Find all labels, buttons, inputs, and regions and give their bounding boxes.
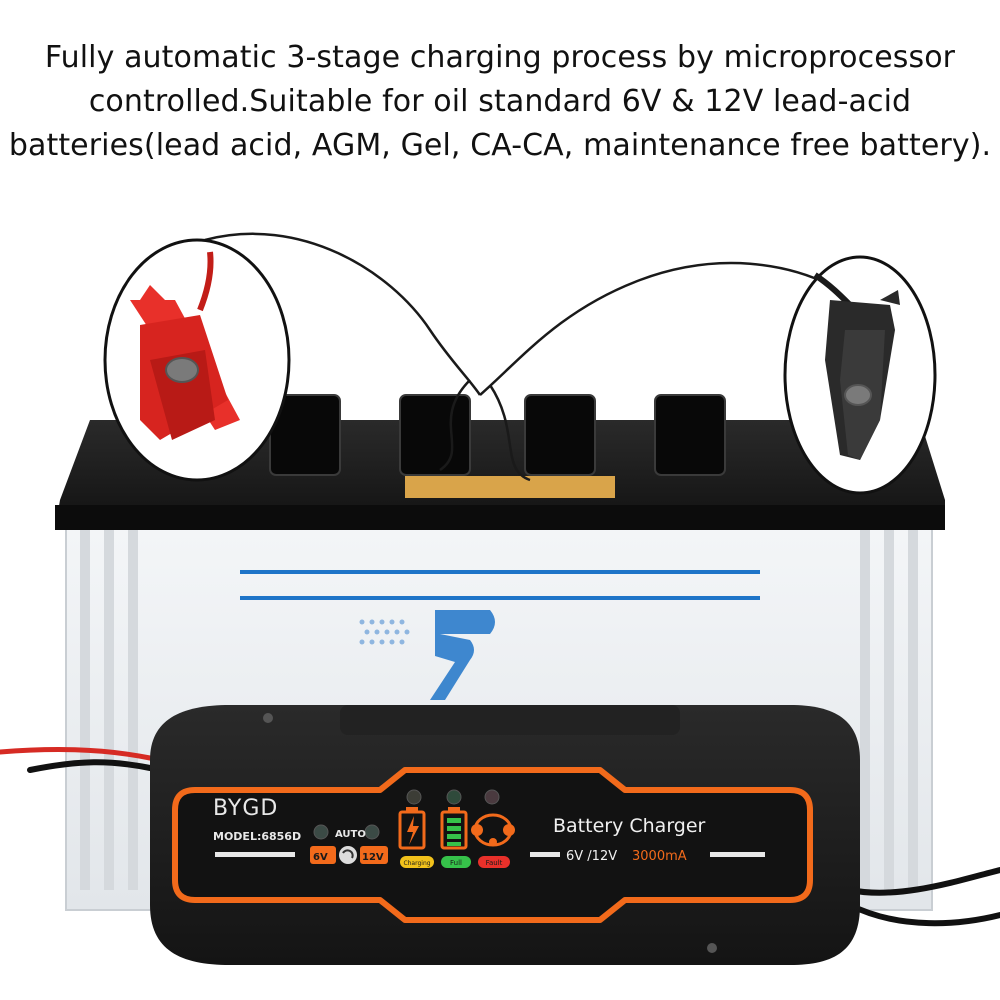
charging-icon <box>398 807 426 850</box>
headline-line-1: Fully automatic 3-stage charging process… <box>44 40 956 75</box>
full-battery-icon <box>440 807 468 850</box>
fault-icon <box>471 813 515 847</box>
headline: Fully automatic 3-stage charging process… <box>0 36 1000 168</box>
charging-status-badge <box>400 856 434 868</box>
charging-status-label: Charging <box>403 860 430 867</box>
mode-toggle-icon <box>339 846 357 864</box>
voltage-spec: 6V /12V <box>566 849 617 864</box>
current-spec: 3000mA <box>632 849 687 864</box>
6v-mode-icon <box>310 846 336 864</box>
12v-button-label: 12V <box>362 852 384 863</box>
fault-status-label: Fault <box>486 859 503 867</box>
product-name: Battery Charger <box>553 815 706 837</box>
6v-button-label: 6V <box>313 852 328 863</box>
black-alligator-clamp-icon <box>783 255 937 495</box>
fault-status-badge <box>478 856 510 868</box>
clamp-cables <box>204 232 831 482</box>
12v-mode-icon <box>360 846 388 864</box>
headline-line-3: batteries(lead acid, AGM, Gel, CA-CA, ma… <box>8 128 992 163</box>
auto-mode-label: AUTO <box>335 829 366 840</box>
brand-logo: BYGD <box>213 796 278 821</box>
model-number: MODEL:6856D <box>213 830 301 843</box>
headline-line-2: controlled.Suitable for oil standard 6V … <box>88 84 912 119</box>
red-alligator-clamp-icon <box>103 238 291 482</box>
charger-wires <box>0 747 1000 927</box>
full-status-label: Full <box>450 859 462 867</box>
battery-charger-icon: BYGD MODEL:6856D AUTO 6V 12V Charging Fu… <box>150 705 860 965</box>
full-status-badge <box>441 856 471 868</box>
